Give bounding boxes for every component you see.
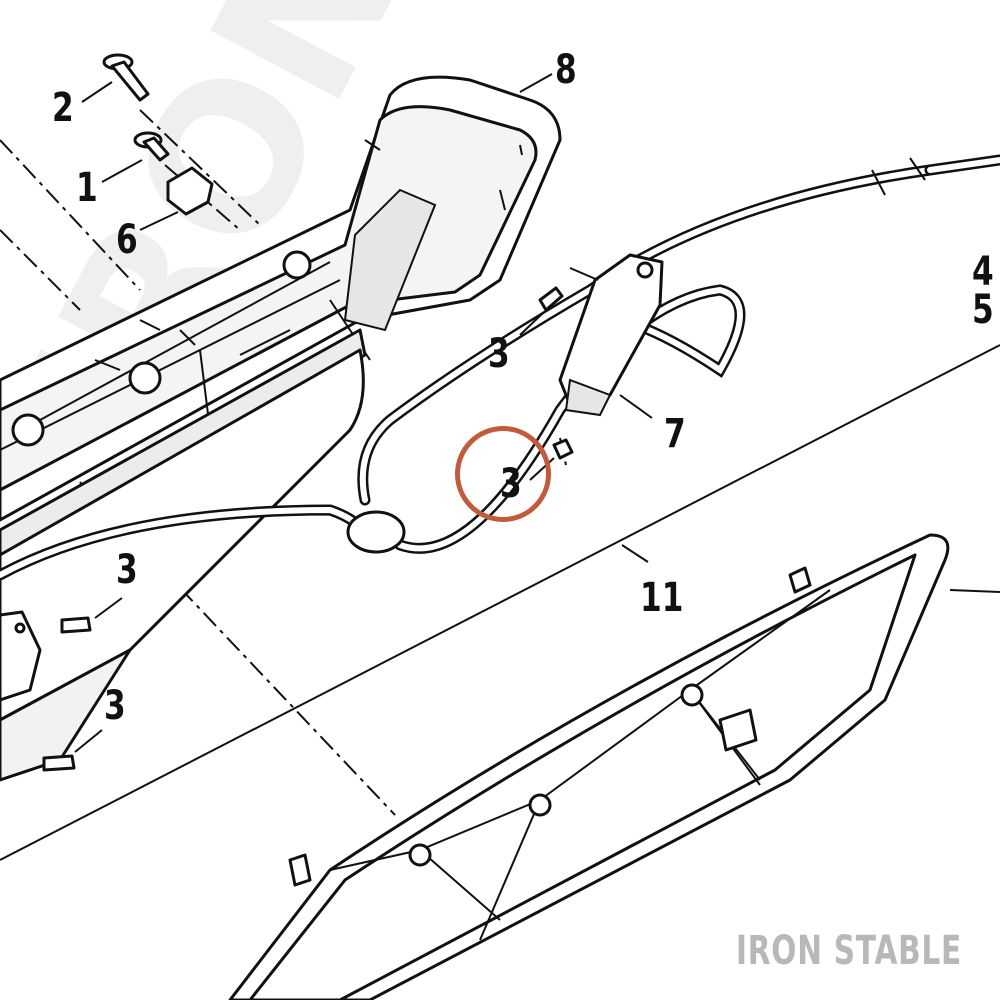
screw-part-2 bbox=[102, 53, 150, 102]
leader-8 bbox=[519, 73, 553, 93]
alignment-line-a bbox=[139, 109, 261, 226]
reference-frame bbox=[0, 344, 1000, 861]
housing-part-8 bbox=[0, 75, 562, 782]
highlight-circle bbox=[455, 426, 551, 522]
callout-3-left-upper: 3 bbox=[116, 547, 138, 593]
callout-5: 5 bbox=[972, 287, 994, 333]
callout-1: 1 bbox=[76, 165, 98, 211]
screw-left-lower bbox=[42, 754, 76, 772]
callout-7: 7 bbox=[664, 411, 686, 457]
screw-left-upper bbox=[60, 616, 92, 634]
leader-3c bbox=[94, 597, 123, 619]
leader-7 bbox=[619, 394, 653, 419]
left-bracket bbox=[0, 610, 42, 702]
leader-3d bbox=[74, 729, 103, 753]
leader-3a bbox=[519, 311, 545, 336]
wiring-cable bbox=[0, 154, 1000, 581]
frame-part-11 bbox=[228, 533, 950, 1000]
callout-2: 2 bbox=[52, 85, 74, 131]
callout-8: 8 bbox=[555, 47, 577, 93]
callout-6: 6 bbox=[116, 217, 138, 263]
callout-11: 11 bbox=[640, 575, 684, 621]
connector-part-7 bbox=[558, 253, 664, 417]
leader-6 bbox=[139, 211, 179, 231]
brand-logo-text: IRON STABLE bbox=[736, 928, 962, 974]
screw-part-1 bbox=[133, 131, 170, 162]
callout-3-upper: 3 bbox=[488, 331, 510, 377]
callout-4: 4 bbox=[972, 249, 994, 295]
alignment-line-d bbox=[0, 229, 81, 311]
grommet-part-6 bbox=[166, 166, 214, 216]
screw-upper-3 bbox=[538, 286, 564, 312]
screw-lower-3 bbox=[552, 438, 574, 460]
leader-45 bbox=[569, 267, 599, 281]
leader-1 bbox=[101, 159, 143, 183]
leader-11 bbox=[621, 544, 649, 563]
callout-3-left-lower: 3 bbox=[104, 683, 126, 729]
leader-2 bbox=[81, 81, 113, 103]
alignment-line-c bbox=[0, 139, 141, 291]
